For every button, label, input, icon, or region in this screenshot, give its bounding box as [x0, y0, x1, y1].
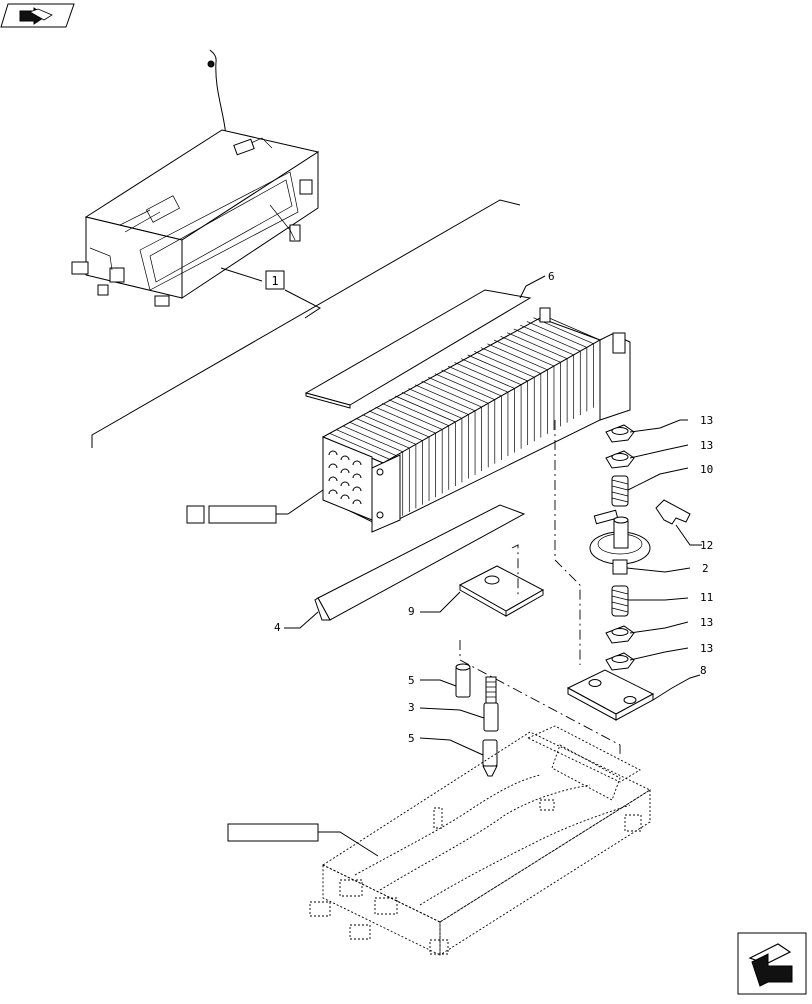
part-5-plug-lower: 5: [408, 732, 498, 777]
nut-13-b: 13: [605, 439, 713, 469]
nut-13-c: 13: [605, 616, 713, 644]
hvac-assembly-illustration: [71, 49, 320, 307]
part-5-plug-upper: 5: [408, 663, 471, 698]
callout-6-label: 6: [548, 270, 555, 283]
part-3-fitting: 3: [408, 676, 499, 732]
callout-13d-label: 13: [700, 642, 713, 655]
housing-reference-box: [227, 823, 379, 857]
callout-9-label: 9: [408, 605, 415, 618]
callout-8-label: 8: [700, 664, 707, 677]
callout-5a-label: 5: [408, 674, 415, 687]
spring-11: 11: [611, 585, 713, 617]
callout-4-label: 4: [274, 621, 281, 634]
housing-illustration: [309, 725, 651, 956]
core-reference-box: [186, 489, 324, 524]
part-4-lower-plate: 4: [274, 504, 526, 634]
callout-5b-label: 5: [408, 732, 415, 745]
callout-13c-label: 13: [700, 616, 713, 629]
back-arrow-icon[interactable]: [0, 3, 75, 28]
callout-10-label: 10: [700, 463, 713, 476]
callout-12-label: 12: [700, 539, 713, 552]
callout-assembly-label: 1: [271, 274, 278, 288]
part-9-block: 9: [408, 565, 545, 618]
callout-13a-label: 13: [700, 414, 713, 427]
part-6-cover-plate: 6: [304, 270, 555, 409]
clip-12: 12: [655, 499, 713, 552]
part-8-block: 8: [566, 664, 707, 721]
valve-2: 2: [589, 509, 709, 575]
callout-13b-label: 13: [700, 439, 713, 452]
callout-3-label: 3: [408, 701, 415, 714]
spring-10: 10: [611, 463, 713, 507]
callout-2-label: 2: [702, 562, 709, 575]
nut-13-a: 13: [605, 414, 713, 443]
nut-13-d: 13: [605, 642, 713, 671]
next-arrow-icon[interactable]: [737, 932, 807, 995]
heater-core-illustration: [321, 307, 631, 533]
callout-assembly: 1: [265, 270, 285, 290]
callout-11-label: 11: [700, 591, 713, 604]
